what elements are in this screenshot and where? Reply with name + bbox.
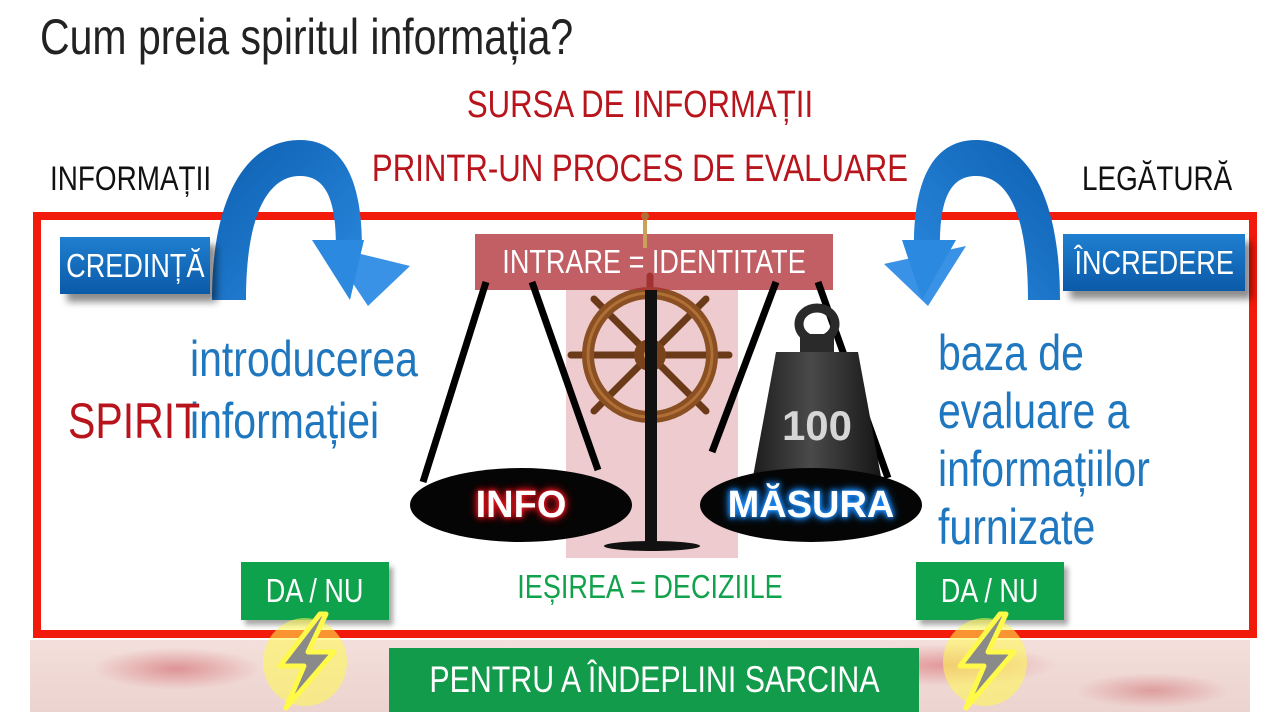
pan-masura: MĂSURA (700, 468, 922, 542)
credinta-label: CREDINȚĂ (65, 246, 205, 284)
basis-line-2: evaluare a (938, 383, 1130, 439)
basis-line-4: furnizate (938, 499, 1096, 555)
weight-value: 100 (782, 402, 852, 449)
input-identity-box: INTRARE = IDENTITATE (475, 234, 833, 290)
task-banner: PENTRU A ÎNDEPLINI SARCINA (389, 648, 919, 712)
incredere-label: ÎNCREDERE (1074, 243, 1234, 281)
basis-line-3: informațiilor (938, 441, 1150, 497)
label-informatii: INFORMAȚII (50, 160, 212, 198)
yes-no-label-left: DA / NU (266, 572, 364, 609)
intro-line-1: introducerea (190, 331, 418, 387)
page-title: Cum preia spiritul informația? (40, 9, 574, 65)
lightning-icon (263, 611, 347, 711)
incredere-button[interactable]: ÎNCREDERE (1063, 234, 1245, 291)
pan-masura-label: MĂSURA (727, 483, 895, 526)
task-label: PENTRU A ÎNDEPLINI SARCINA (428, 659, 880, 700)
process-heading: PRINTR-UN PROCES DE EVALUARE (371, 148, 909, 190)
yes-no-button-right[interactable]: DA / NU (916, 562, 1064, 620)
input-identity-label: INTRARE = IDENTITATE (502, 243, 806, 280)
pan-info: INFO (410, 468, 632, 542)
yes-no-button-left[interactable]: DA / NU (241, 562, 389, 620)
yes-no-label-right: DA / NU (941, 572, 1039, 609)
pan-info-label: INFO (475, 483, 567, 526)
credinta-button[interactable]: CREDINȚĂ (60, 237, 210, 294)
spirit-label: SPIRIT (68, 393, 201, 449)
lightning-icon (943, 611, 1027, 711)
output-decisions: IEȘIREA = DECIZIILE (517, 568, 783, 605)
label-legatura: LEGĂTURĂ (1082, 160, 1233, 198)
intro-line-2: informației (190, 393, 380, 449)
source-heading: SURSA DE INFORMAȚII (466, 84, 814, 126)
basis-line-1: baza de (938, 325, 1084, 381)
weight-icon: 100 (752, 303, 882, 482)
